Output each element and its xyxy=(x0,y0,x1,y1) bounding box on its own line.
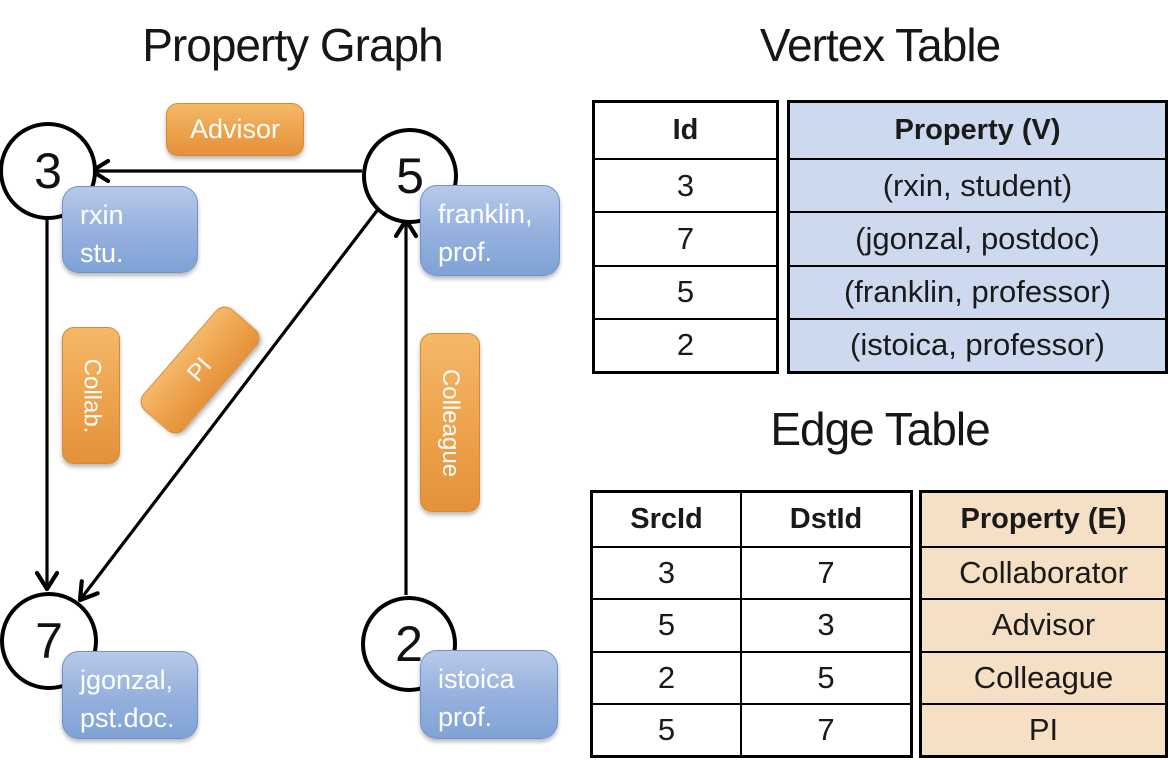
node-property-rxin: rxin stu. xyxy=(62,186,198,273)
edge-dst-cell: 7 xyxy=(742,546,910,598)
edge-dst-cell: 3 xyxy=(742,598,910,650)
edge-property-cell: Advisor xyxy=(922,598,1165,650)
vertex-id-header: Id xyxy=(672,114,699,146)
edge-property-cell: Colleague xyxy=(922,650,1165,703)
node-property-istoica: istoica prof. xyxy=(420,650,558,739)
edge-pi-5-to-7 xyxy=(80,207,381,600)
vertex-id-cell: 2 xyxy=(595,317,776,371)
edge-dst-cell: 5 xyxy=(742,650,910,703)
graph-edges xyxy=(0,0,585,760)
edge-property-header: Property (E) xyxy=(960,503,1127,535)
edge-property-cell: Collaborator xyxy=(922,546,1165,598)
edge-src-cell: 5 xyxy=(593,702,742,755)
node-id: 3 xyxy=(34,143,62,199)
vertex-id-cell: 5 xyxy=(595,264,776,318)
node-property-franklin: franklin, prof. xyxy=(420,185,560,276)
vertex-property-header: Property (V) xyxy=(894,114,1061,146)
edge-table-title: Edge Table xyxy=(770,403,990,455)
edge-dst-cell: 7 xyxy=(742,702,910,755)
vertex-property-cell: (istoica, professor) xyxy=(790,317,1165,371)
edge-label-collab: Collab. xyxy=(62,327,120,464)
edge-property-cell: PI xyxy=(922,702,1165,755)
edge-dstid-header: DstId xyxy=(789,503,863,535)
node-id: 7 xyxy=(35,613,63,669)
node-id: 5 xyxy=(396,148,424,204)
edge-src-cell: 2 xyxy=(593,650,742,703)
edge-table-src-dst-columns: SrcId DstId 3 7 5 3 2 5 5 7 xyxy=(590,490,913,758)
node-circle-2: 2 xyxy=(361,596,457,692)
vertex-table-title: Vertex Table xyxy=(759,19,1001,71)
vertex-table-id-column: Id 3 7 5 2 xyxy=(592,100,779,374)
edge-srcid-header: SrcId xyxy=(593,493,742,546)
edge-src-cell: 5 xyxy=(593,598,742,651)
vertex-property-cell: (franklin, professor) xyxy=(790,264,1165,318)
vertex-id-cell: 7 xyxy=(595,211,776,264)
vertex-property-cell: (rxin, student) xyxy=(790,158,1165,211)
property-graph-title: Property Graph xyxy=(142,19,443,71)
edge-table-property-column: Property (E) Collaborator Advisor Collea… xyxy=(919,490,1168,758)
node-id: 2 xyxy=(395,616,423,672)
edge-label-advisor: Advisor xyxy=(166,103,304,156)
vertex-id-cell: 3 xyxy=(595,158,776,211)
vertex-property-cell: (jgonzal, postdoc) xyxy=(790,211,1165,264)
edge-src-cell: 3 xyxy=(593,546,742,599)
vertex-table-property-column: Property (V) (rxin, student) (jgonzal, p… xyxy=(787,100,1168,374)
node-property-jgonzal: jgonzal, pst.doc. xyxy=(62,651,198,739)
edge-label-colleague: Colleague xyxy=(420,333,480,512)
